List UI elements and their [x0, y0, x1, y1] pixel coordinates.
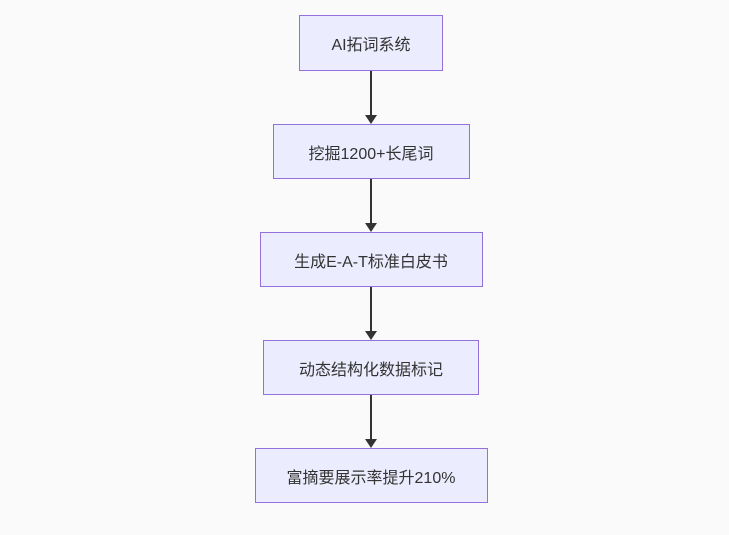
flow-node-mine-longtail-keywords: 挖掘1200+长尾词 — [272, 124, 470, 179]
arrowhead-down-icon — [365, 439, 377, 448]
arrow-n2-n3 — [365, 179, 377, 232]
arrow-shaft — [370, 287, 372, 331]
flow-node-rich-snippet-rate-increase: 富摘要展示率提升210% — [254, 448, 488, 503]
flowchart-column: AI拓词系统 挖掘1200+长尾词 生成E-A-T标准白皮书 动态结构化数据标记 — [254, 15, 488, 503]
flow-node-ai-word-expansion-system: AI拓词系统 — [299, 15, 443, 71]
arrow-shaft — [370, 71, 372, 115]
arrowhead-down-icon — [365, 331, 377, 340]
arrowhead-down-icon — [365, 223, 377, 232]
arrow-n4-n5 — [365, 395, 377, 448]
arrow-n3-n4 — [365, 287, 377, 340]
arrow-shaft — [370, 179, 372, 223]
flow-node-dynamic-structured-data-markup: 动态结构化数据标记 — [263, 340, 479, 395]
arrow-shaft — [370, 395, 372, 439]
flow-node-generate-eat-whitepaper: 生成E-A-T标准白皮书 — [259, 232, 483, 287]
arrow-n1-n2 — [365, 71, 377, 124]
flowchart: AI拓词系统 挖掘1200+长尾词 生成E-A-T标准白皮书 动态结构化数据标记 — [0, 15, 729, 503]
arrowhead-down-icon — [365, 115, 377, 124]
